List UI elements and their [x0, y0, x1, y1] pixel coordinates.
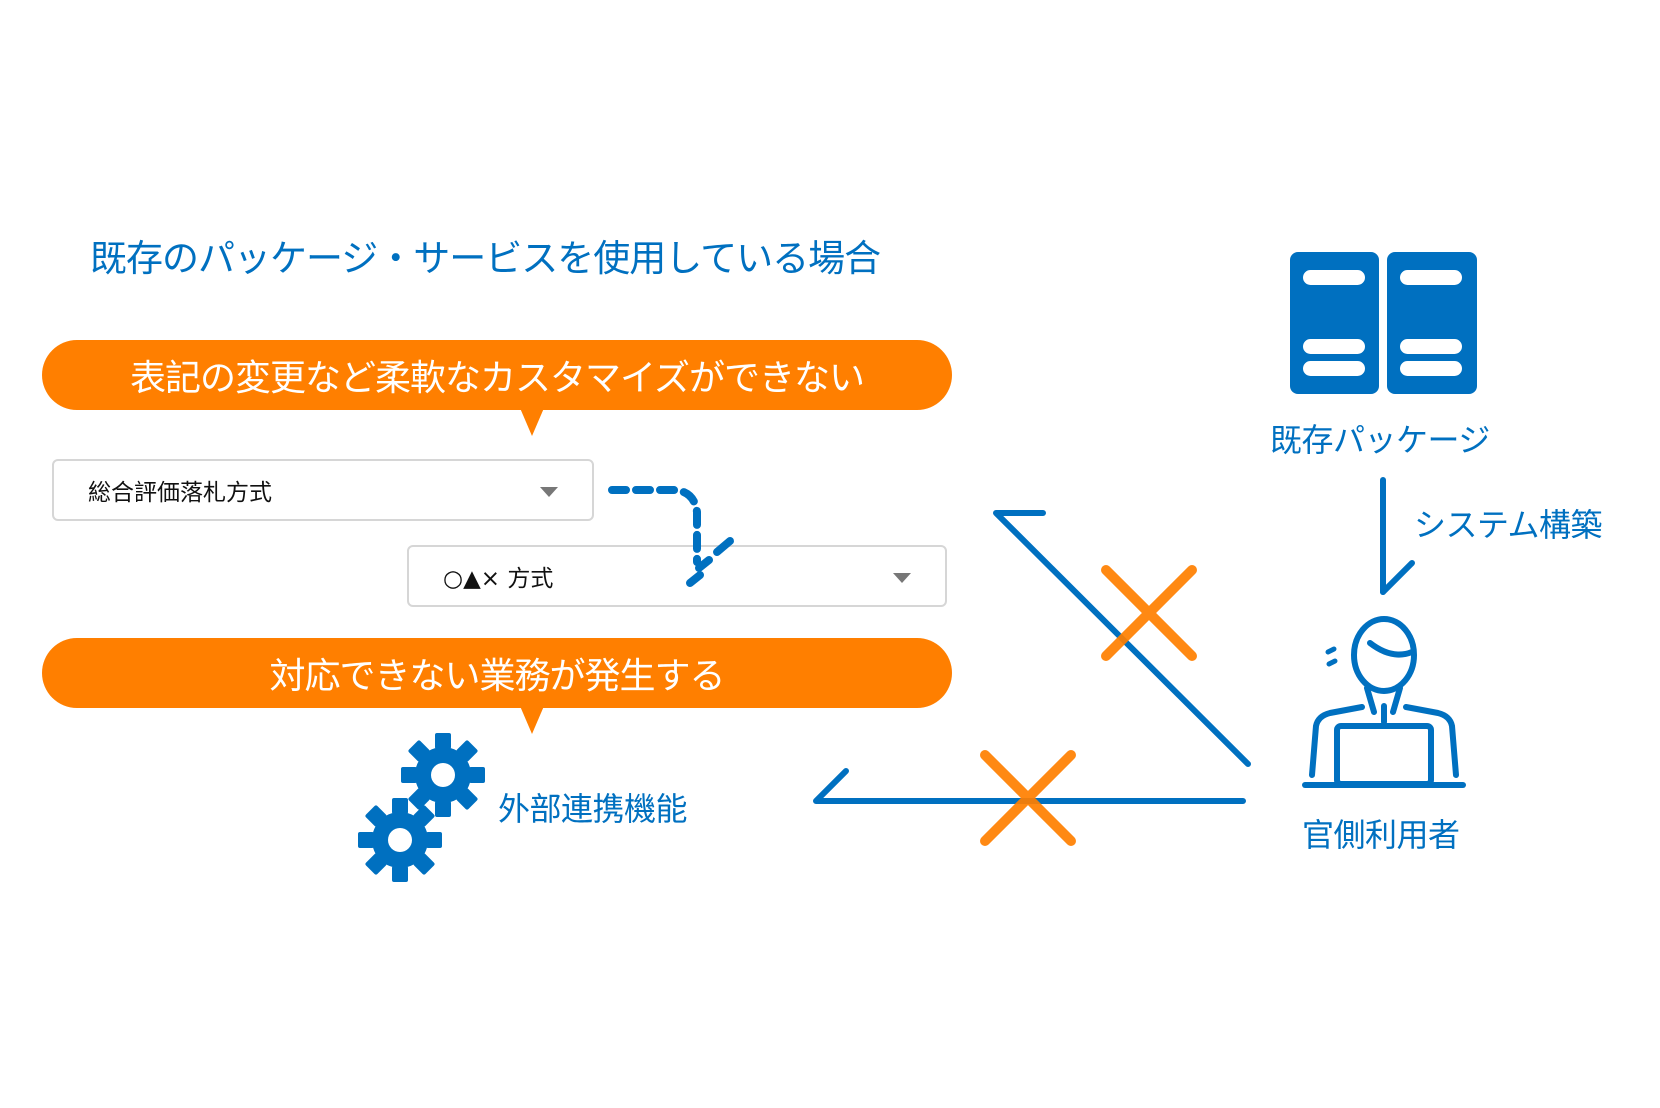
dropdown-value: 総合評価落札方式: [88, 480, 272, 506]
dropdown-caret-icon: [540, 487, 558, 497]
blocked-arrow-to-integration: [813, 768, 1246, 804]
bubble-tail: [520, 408, 544, 436]
problem-bubble-unsupported-work: 対応できない業務が発生する: [42, 638, 952, 734]
dropdown-desired-wording[interactable]: ○▲× 方式: [407, 545, 947, 607]
cross-icon: [1101, 565, 1197, 661]
dashed-change-arrow: [608, 486, 734, 587]
system-build-arrow: [1380, 477, 1415, 595]
diagram-heading: 既存のパッケージ・サービスを使用している場合: [90, 237, 881, 280]
package-label: 既存パッケージ: [1270, 421, 1490, 459]
system-build-label: システム構築: [1414, 506, 1603, 544]
gears-icon: [358, 733, 485, 882]
cross-icon: [980, 750, 1076, 846]
problem-text: 表記の変更など柔軟なカスタマイズができない: [130, 358, 865, 399]
server-icon: [1290, 252, 1477, 394]
bubble-tail: [520, 706, 544, 734]
user-at-laptop-icon: [1302, 616, 1466, 788]
dropdown-original-wording[interactable]: 総合評価落札方式: [52, 459, 594, 521]
blocked-arrow-to-dropdown: [993, 510, 1251, 767]
dropdown-value: ○▲× 方式: [443, 566, 554, 592]
problem-text: 対応できない業務が発生する: [269, 656, 725, 697]
user-label: 官側利用者: [1302, 816, 1460, 854]
external-integration-label: 外部連携機能: [498, 790, 688, 828]
dropdown-caret-icon: [893, 573, 911, 583]
problem-bubble-customization: 表記の変更など柔軟なカスタマイズができない: [42, 340, 952, 436]
